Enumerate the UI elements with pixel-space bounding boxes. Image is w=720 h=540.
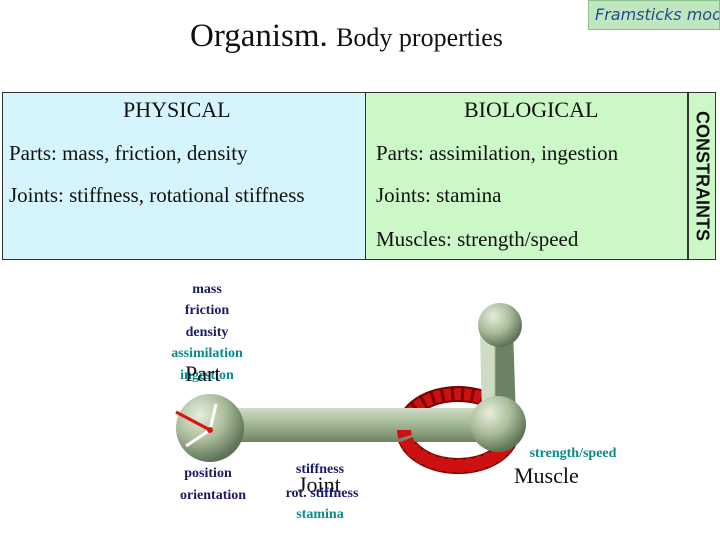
axis-y-line xyxy=(208,403,218,431)
part-ball-middle xyxy=(470,396,526,452)
biological-joints: Joints: stamina xyxy=(376,183,502,207)
biological-muscles: Muscles: strength/speed xyxy=(376,227,579,251)
physical-header: PHYSICAL xyxy=(123,97,231,122)
biological-header: BIOLOGICAL xyxy=(464,97,599,122)
label-position: position xyxy=(184,466,232,481)
axis-z-line xyxy=(185,428,211,448)
label-muscle: Muscle xyxy=(514,463,579,488)
label-density: density xyxy=(185,325,229,340)
stick-horizontal xyxy=(212,408,498,442)
constraints-panel: CONSTRAINTS xyxy=(688,92,716,260)
label-orientation: orientation xyxy=(179,488,247,503)
page-title: Organism. Body properties xyxy=(190,18,503,55)
label-strength-speed: strength/speed xyxy=(529,446,617,461)
part-origin-dot xyxy=(207,427,213,433)
physical-parts: Parts: mass, friction, density xyxy=(9,141,248,165)
label-friction: friction xyxy=(184,303,230,318)
part-ball-top xyxy=(478,303,522,347)
label-stamina: stamina xyxy=(296,507,344,522)
title-main: Organism. xyxy=(190,18,328,54)
label-part: Part xyxy=(185,361,221,386)
brand-label: Framsticks mode xyxy=(588,0,720,30)
label-ingestion: ingestion xyxy=(180,368,234,383)
title-sub: Body properties xyxy=(336,23,503,52)
physical-panel: PHYSICAL Parts: mass, friction, density … xyxy=(2,92,366,260)
biological-parts: Parts: assimilation, ingestion xyxy=(376,141,619,165)
label-mass: mass xyxy=(192,282,222,297)
label-stiffness: stiffness xyxy=(295,462,345,477)
label-rot-stiffness: rot. stiffness xyxy=(285,486,359,501)
physical-joints: Joints: stiffness, rotational stiffness xyxy=(9,183,305,207)
biological-panel: BIOLOGICAL Parts: assimilation, ingestio… xyxy=(366,92,688,260)
axis-x-line xyxy=(175,410,211,432)
label-assimilation: assimilation xyxy=(171,346,243,361)
label-joint: Joint xyxy=(298,472,341,497)
